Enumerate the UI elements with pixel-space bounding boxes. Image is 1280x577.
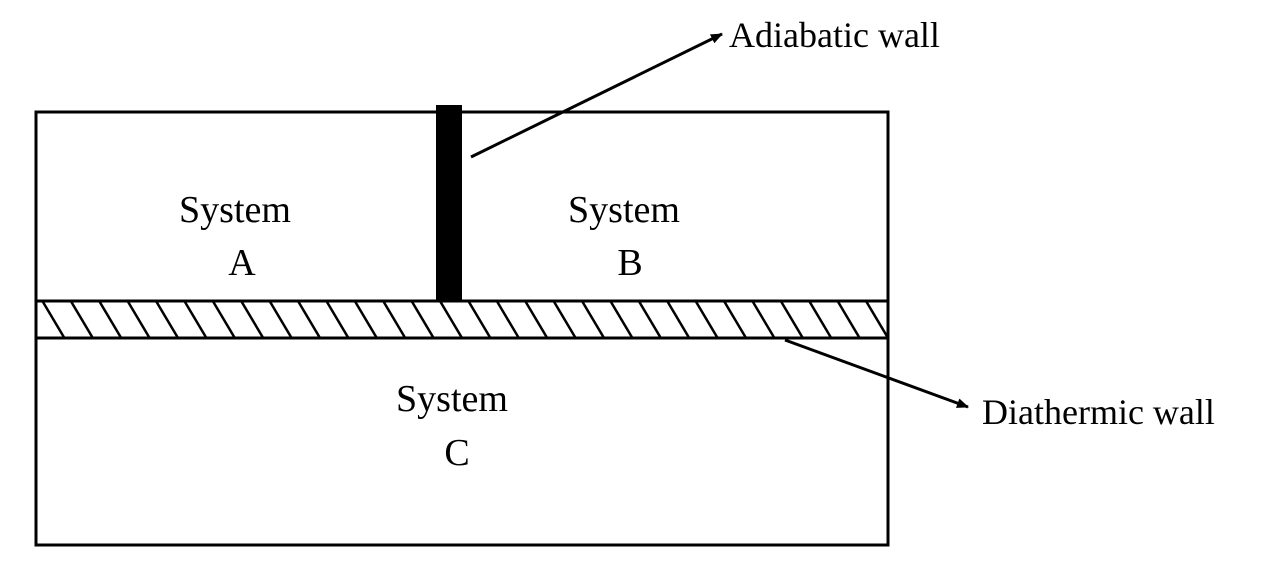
hatch-line bbox=[722, 301, 748, 338]
hatch-line bbox=[126, 301, 151, 338]
hatch-line bbox=[552, 301, 577, 338]
hatch-line bbox=[154, 301, 180, 338]
hatch-line bbox=[694, 301, 719, 338]
hatch-line bbox=[779, 301, 804, 338]
hatch-line bbox=[183, 301, 208, 338]
system-c-label: System bbox=[396, 378, 508, 420]
hatch-line bbox=[69, 301, 94, 338]
diathermic-wall-label: Diathermic wall bbox=[982, 392, 1215, 432]
hatch-line bbox=[325, 301, 350, 338]
system-c-letter: C bbox=[444, 432, 469, 474]
system-b-letter: B bbox=[617, 242, 642, 284]
hatch-line bbox=[666, 301, 691, 338]
hatch-line bbox=[438, 301, 464, 338]
hatch-line bbox=[894, 301, 916, 338]
diathermic-wall-arrow bbox=[784, 338, 969, 409]
adiabatic-wall bbox=[436, 105, 462, 301]
hatch-line bbox=[524, 301, 549, 338]
hatch-line bbox=[864, 301, 888, 338]
hatch-line bbox=[296, 301, 322, 338]
hatch-line bbox=[751, 301, 776, 338]
hatch-line bbox=[808, 301, 833, 338]
system-a-label: System bbox=[179, 189, 291, 231]
hatch-line bbox=[211, 301, 236, 338]
hatch-line bbox=[240, 301, 265, 338]
hatch-line bbox=[36, 335, 38, 338]
system-a-letter: A bbox=[228, 242, 256, 284]
system-b-label: System bbox=[568, 189, 680, 231]
adiabatic-wall-arrow bbox=[470, 32, 723, 159]
hatch-line bbox=[580, 301, 606, 338]
hatch-line bbox=[410, 301, 435, 338]
hatch-line bbox=[268, 301, 293, 338]
hatch-line bbox=[382, 301, 407, 338]
hatch-line bbox=[353, 301, 378, 338]
hatch-line bbox=[836, 301, 861, 338]
hatch-line bbox=[98, 301, 123, 338]
diathermic-wall-hatching bbox=[36, 301, 916, 338]
diathermic-wall bbox=[36, 299, 916, 340]
hatch-line bbox=[467, 301, 492, 338]
hatch-line bbox=[637, 301, 662, 338]
hatch-line bbox=[609, 301, 634, 338]
hatch-line bbox=[41, 301, 66, 338]
adiabatic-wall-label: Adiabatic wall bbox=[729, 15, 940, 55]
hatch-line bbox=[495, 301, 520, 338]
